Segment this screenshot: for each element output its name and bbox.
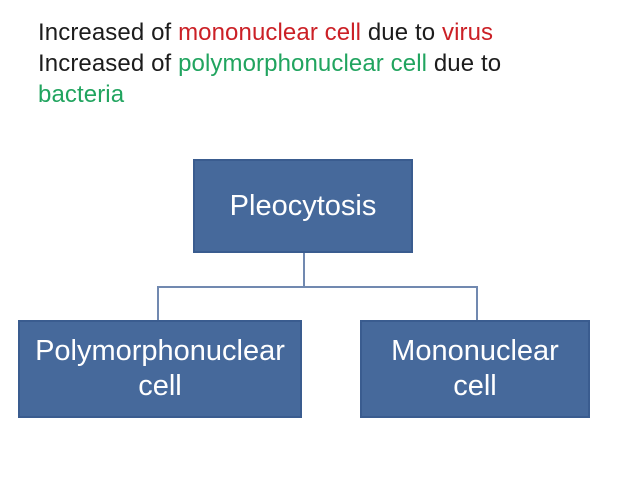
connector-horizontal <box>157 286 478 288</box>
caption: Increased of mononuclear cell due to vir… <box>38 17 608 110</box>
diagram-node-pleocytosis: Pleocytosis <box>193 159 413 253</box>
highlight-virus: virus <box>441 19 494 46</box>
diagram-node-polymorphonuclear-cell: Polymorphonuclear cell <box>18 320 302 418</box>
connector-right-drop <box>476 287 478 320</box>
node-label: Polymorphonuclear cell <box>35 335 285 402</box>
node-label: Pleocytosis <box>229 189 377 222</box>
caption-segment: due to <box>361 19 442 46</box>
highlight-mononuclear-cell: mononuclear cell <box>178 19 362 46</box>
caption-line-3: bacteria <box>38 79 608 110</box>
caption-segment: due to <box>427 50 502 77</box>
highlight-polymorphonuclear-cell: polymorphonuclear cell <box>178 50 428 77</box>
highlight-bacteria: bacteria <box>38 81 125 108</box>
caption-line-2: Increased of polymorphonuclear cell due … <box>38 48 608 79</box>
caption-segment: Increased of <box>38 50 179 77</box>
node-label: Mononuclear cell <box>391 335 559 402</box>
caption-line-1: Increased of mononuclear cell due to vir… <box>38 17 608 48</box>
connector-root-stem <box>303 253 305 287</box>
connector-left-drop <box>157 287 159 320</box>
caption-segment: Increased of <box>38 19 179 46</box>
diagram-node-mononuclear-cell: Mononuclear cell <box>360 320 590 418</box>
